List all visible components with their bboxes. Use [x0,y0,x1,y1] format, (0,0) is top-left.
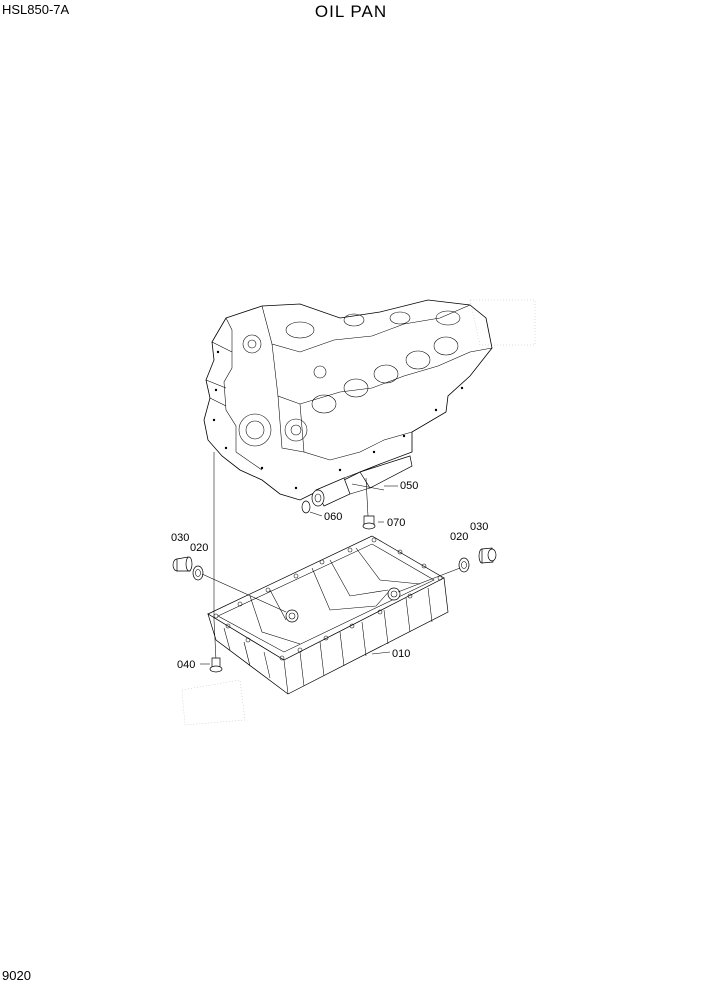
bolt-070 [362,477,376,530]
leader-line [371,651,391,655]
callout-030-right: 030 [470,521,488,533]
leader-line [201,573,287,613]
bolt-040 [209,657,223,673]
o-ring [301,500,311,514]
assembly-guide-line [213,619,217,661]
callout-070: 070 [387,517,405,529]
callout-020-right: 020 [450,531,468,543]
callout-020-left: 020 [190,542,208,554]
callout-060: 060 [324,511,342,523]
callout-040: 040 [177,659,195,671]
callout-030-left: 030 [171,532,189,544]
ghost-outline [181,299,536,726]
drain-plug-left [172,556,193,572]
page-number: 9020 [2,968,31,983]
callout-050: 050 [400,480,418,492]
drain-plug-right [478,547,497,564]
oil-pan [207,535,449,695]
oil-strainer-pipe [311,455,413,507]
engine-block [203,299,493,501]
model-code: HSL850-7A [2,2,70,17]
page-title: OIL PAN [314,2,388,21]
callout-010: 010 [392,648,410,660]
gasket-right [458,557,470,573]
leader-line [397,567,461,593]
gasket-left [192,565,204,581]
leader-line [309,511,323,517]
